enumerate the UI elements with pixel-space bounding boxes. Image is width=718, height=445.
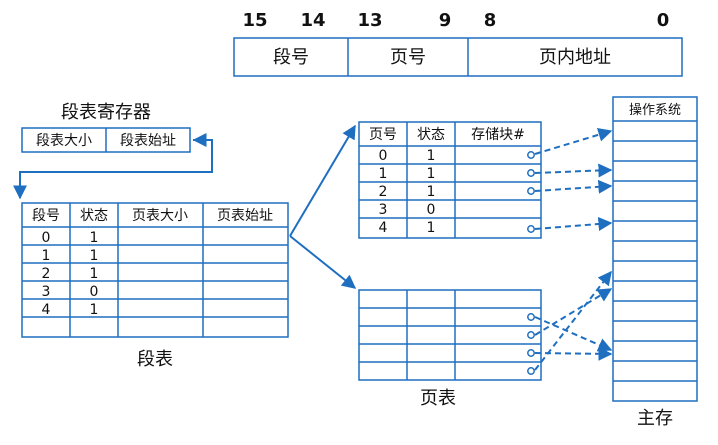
seg-row-1-number: 1 (42, 248, 51, 264)
address-box (233, 37, 683, 77)
bit-label-8: 8 (484, 10, 497, 31)
seg-row-3-number: 3 (42, 284, 51, 300)
pt-header-status: 状态 (417, 127, 445, 143)
bit-label-0: 0 (657, 10, 670, 31)
seg-header-pt-base: 页表始址 (217, 208, 273, 224)
segment-table: 段号 状态 页表大小 页表始址 0 1 1 1 2 1 3 0 4 1 段表 (21, 202, 289, 370)
pt-row-1-number: 1 (379, 166, 388, 182)
page-table-top: 页号 状态 存储块# 0 1 1 1 2 1 3 0 4 1 (358, 121, 542, 239)
bit-label-15: 15 (242, 10, 267, 31)
pt-row-0-number: 0 (379, 148, 388, 164)
seg-row-3-status: 0 (90, 284, 99, 300)
seg-row-0-number: 0 (42, 230, 51, 246)
pt-row-2-number: 2 (379, 184, 388, 200)
pt-row-2-status: 1 (427, 184, 436, 200)
pt-header-number: 页号 (369, 127, 397, 143)
field-page-number: 页号 (390, 47, 426, 68)
bit-label-14: 14 (300, 10, 325, 31)
segment-to-page-table-arrow-top (289, 124, 356, 237)
segment-table-caption: 段表 (137, 349, 173, 370)
seg-header-pt-size: 页表大小 (132, 208, 188, 224)
seg-header-number: 段号 (32, 208, 60, 224)
segment-table-register: 段表寄存器 段表大小 段表始址 (21, 102, 191, 153)
pt-row-3-number: 3 (379, 202, 388, 218)
page-table-bottom: 页表 (358, 289, 542, 409)
pt-row-0-status: 1 (427, 148, 436, 164)
frame-mapping-arrows (534, 127, 613, 371)
main-memory-caption: 主存 (637, 408, 673, 429)
pt-row-3-status: 0 (427, 202, 436, 218)
bit-label-13: 13 (357, 10, 382, 31)
bit-label-9: 9 (439, 10, 452, 31)
seg-row-4-status: 1 (90, 302, 99, 318)
address-format: 15 14 13 9 8 0 段号 页号 页内地址 (233, 10, 683, 77)
pt-row-4-number: 4 (379, 220, 388, 236)
register-field-base: 段表始址 (120, 133, 176, 149)
seg-row-2-status: 1 (90, 266, 99, 282)
seg-row-2-number: 2 (42, 266, 51, 282)
register-field-size: 段表大小 (36, 133, 92, 149)
main-memory: 操作系统 主存 (612, 96, 698, 429)
seg-row-1-status: 1 (90, 248, 99, 264)
pt-row-4-status: 1 (427, 220, 436, 236)
field-page-offset: 页内地址 (539, 47, 611, 68)
register-title: 段表寄存器 (61, 102, 151, 123)
page-table-caption: 页表 (420, 388, 456, 409)
seg-row-4-number: 4 (42, 302, 51, 318)
pt-header-block: 存储块# (471, 127, 525, 143)
field-segment-number: 段号 (273, 47, 309, 68)
segment-to-page-table-arrow-bottom (289, 235, 357, 289)
seg-header-status: 状态 (80, 208, 108, 224)
os-block-label: 操作系统 (629, 102, 681, 118)
seg-row-0-status: 1 (90, 230, 99, 246)
pt-row-1-status: 1 (427, 166, 436, 182)
